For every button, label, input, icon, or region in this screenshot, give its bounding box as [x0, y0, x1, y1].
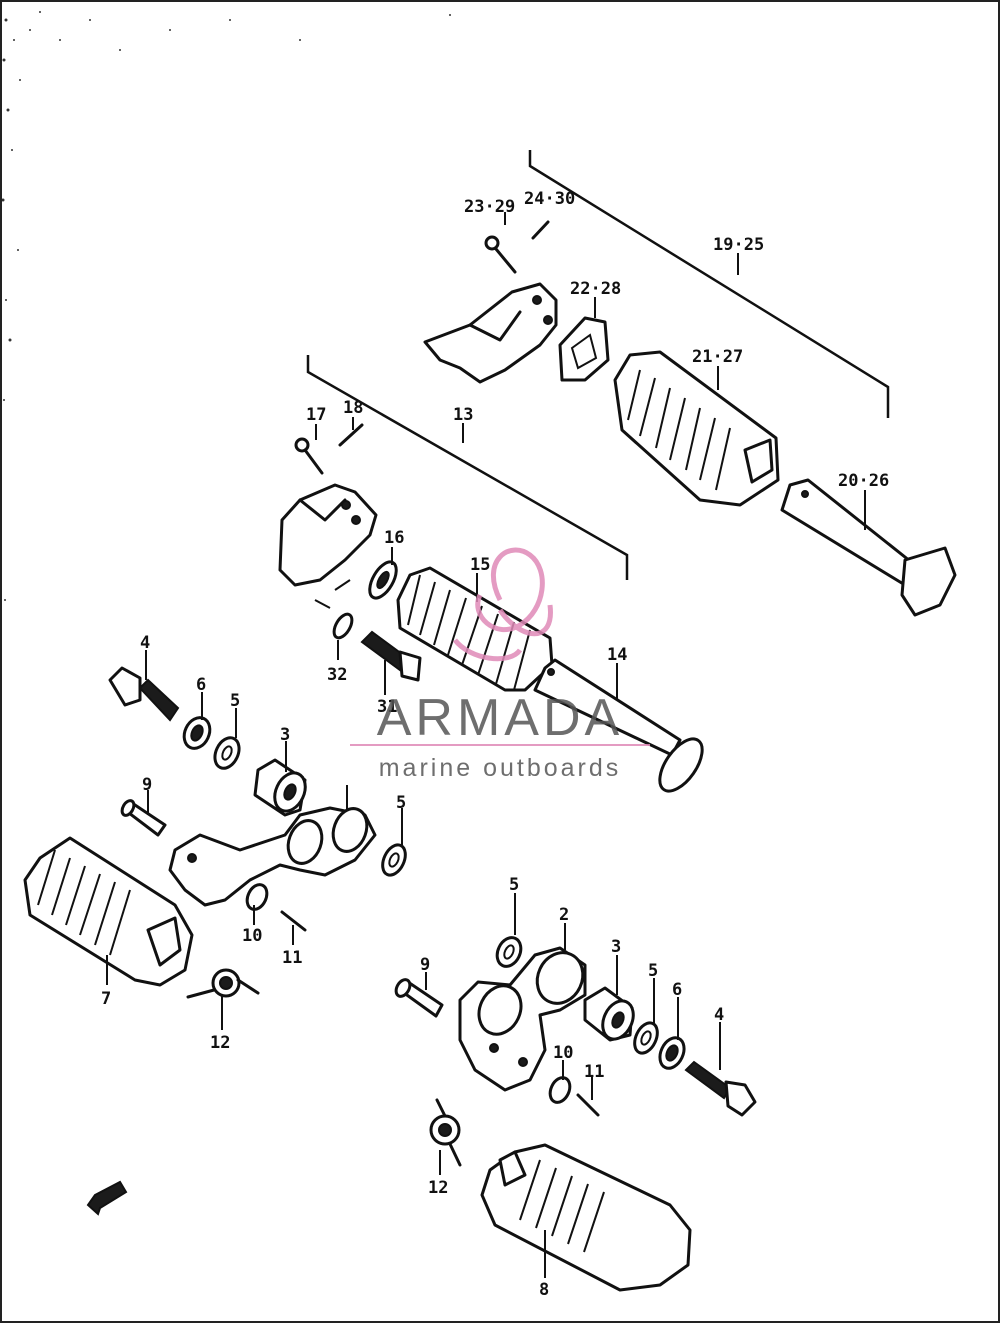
label-15: 15 — [470, 555, 490, 575]
label-14: 14 — [607, 645, 627, 665]
label-3-right: 3 — [611, 937, 621, 957]
label-32: 32 — [327, 665, 347, 685]
washer-5-left — [213, 736, 241, 770]
bolt-31 — [360, 630, 422, 682]
label-2: 2 — [559, 905, 569, 925]
scan-noise — [1, 11, 451, 601]
bolt-4-right — [684, 1060, 757, 1117]
label-6-right: 6 — [672, 980, 682, 1000]
footrest-bracket-left — [168, 806, 377, 907]
label-11-left: 11 — [282, 948, 302, 968]
washer-6-left — [182, 716, 212, 750]
label-16: 16 — [384, 528, 404, 548]
washer-10-left — [245, 883, 269, 911]
watermark-tagline: marine outboards — [379, 754, 622, 782]
spring-12-right — [429, 1098, 462, 1167]
washer-32 — [332, 612, 354, 640]
watermark: ARMADA marine outboards — [350, 547, 650, 782]
label-12-right: 12 — [428, 1178, 448, 1198]
holder-middle — [278, 483, 378, 609]
label-9-left: 9 — [142, 775, 152, 795]
bushing-3-left — [253, 758, 307, 817]
label-23-29: 23·29 — [464, 197, 515, 217]
front-arrow-icon — [86, 1180, 128, 1216]
footrest-bracket-2 — [458, 946, 587, 1092]
spring-12-left — [186, 968, 260, 999]
label-21-27: 21·27 — [692, 347, 743, 367]
watermark-brand: ARMADA — [377, 689, 623, 747]
label-17: 17 — [306, 405, 326, 425]
pin-17 — [294, 437, 324, 475]
label-20-26: 20·26 — [838, 471, 889, 491]
callout-labels: 23·29 24·30 19·25 22·28 21·27 20·26 17 1… — [101, 189, 889, 1300]
rubber-15 — [396, 566, 554, 692]
label-13: 13 — [453, 405, 473, 425]
pin-9-left — [120, 799, 167, 837]
watermark-logo — [453, 547, 553, 662]
washer-16 — [368, 560, 398, 600]
cotter-pin-11-right — [576, 1093, 600, 1117]
label-31: 31 — [377, 697, 397, 717]
rubber-21-27 — [613, 350, 780, 507]
label-5-right-b: 5 — [648, 961, 658, 981]
washer-5-left-b — [381, 843, 407, 877]
label-5-left: 5 — [230, 691, 240, 711]
footrest-bar-20-26 — [780, 478, 957, 617]
label-11-right: 11 — [584, 1062, 604, 1082]
label-6-left: 6 — [196, 675, 206, 695]
washer-5-right-b — [633, 1021, 659, 1055]
gasket-22-28 — [558, 316, 610, 382]
label-7: 7 — [101, 989, 111, 1009]
label-4-right: 4 — [714, 1005, 724, 1025]
pin-23-29 — [484, 235, 517, 274]
label-22-28: 22·28 — [570, 279, 621, 299]
label-12-left: 12 — [210, 1033, 230, 1053]
label-24-30: 24·30 — [524, 189, 575, 209]
footrest-bar-14 — [533, 658, 704, 793]
label-4-left: 4 — [140, 633, 150, 653]
washer-10-right — [548, 1076, 572, 1104]
label-5-right: 5 — [509, 875, 519, 895]
label-10-right: 10 — [553, 1043, 573, 1063]
washer-5-right — [495, 936, 523, 968]
washer-6-right — [658, 1036, 686, 1070]
label-10-left: 10 — [242, 926, 262, 946]
label-3-left: 3 — [280, 725, 290, 745]
bushing-3-right — [583, 986, 635, 1042]
holder-upper — [423, 282, 558, 384]
label-9-right: 9 — [420, 955, 430, 975]
label-18: 18 — [343, 398, 363, 418]
leader-lines — [106, 212, 866, 1278]
bracket-13 — [306, 355, 629, 580]
label-5-left-b: 5 — [396, 793, 406, 813]
bolt-4-left — [108, 666, 180, 722]
cotter-pin-11-left — [280, 910, 307, 932]
pin-9-right — [394, 978, 444, 1018]
rubber-8 — [480, 1143, 692, 1292]
cotter-pin-24-30 — [531, 220, 550, 240]
cotter-pin-18 — [338, 423, 364, 447]
label-19-25: 19·25 — [713, 235, 764, 255]
rubber-7 — [23, 836, 194, 987]
bracket-19-25 — [528, 150, 890, 418]
label-8: 8 — [539, 1280, 549, 1300]
